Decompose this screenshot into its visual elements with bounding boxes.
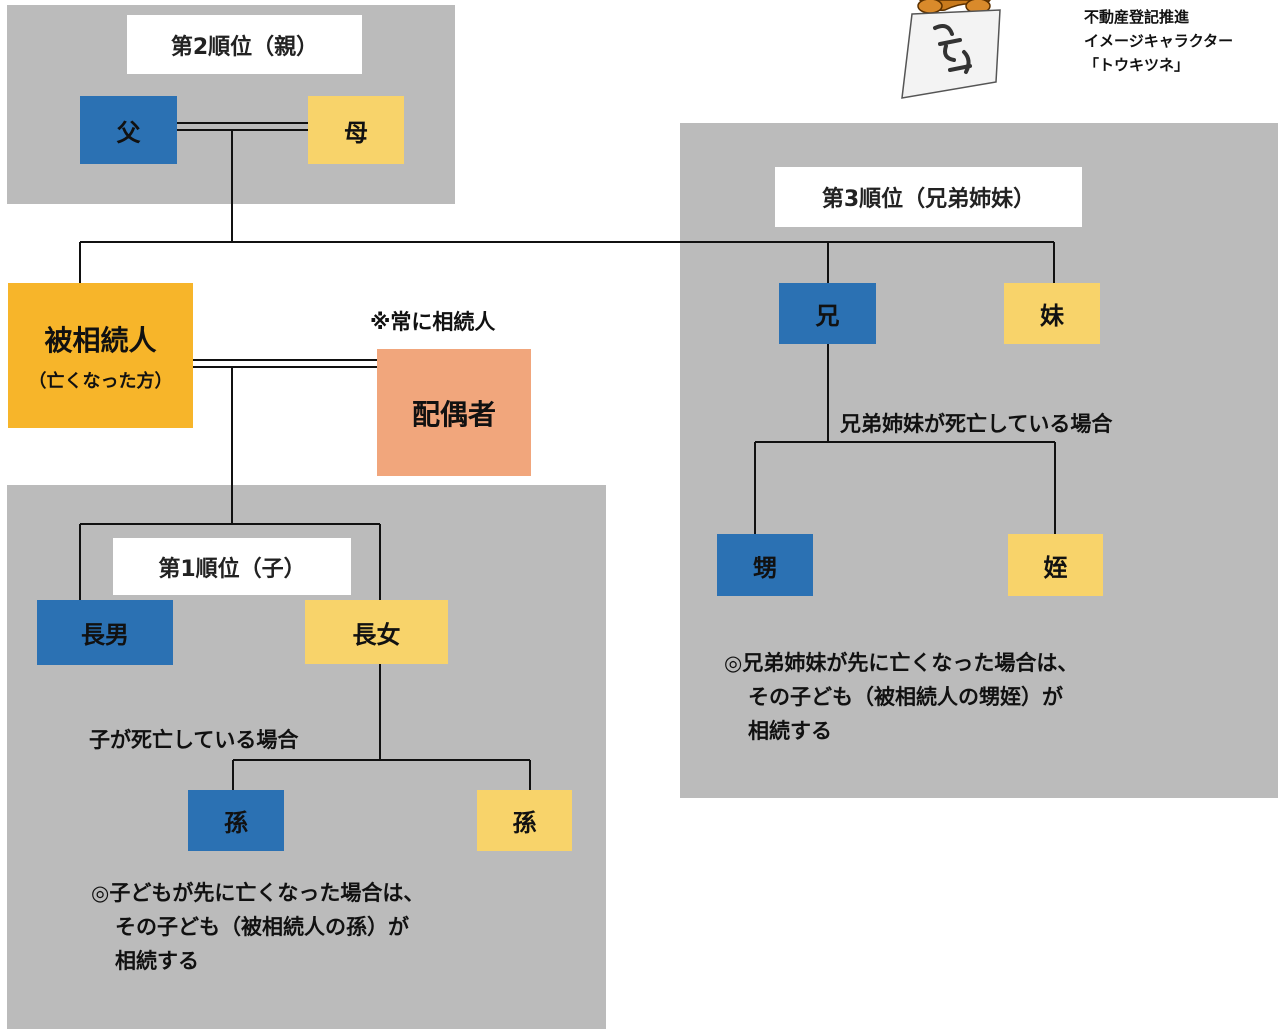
spouse-note: ※常に相続人: [370, 310, 496, 334]
mascot-caption: 不動産登記推進 イメージキャラクター 「トウキツネ」: [1084, 5, 1233, 77]
deceased-label: 被相続人: [44, 323, 157, 357]
deceased-sublabel: （亡くなった方）: [28, 370, 173, 392]
spouse-box: 配偶者: [377, 349, 531, 476]
mother-box: 母: [308, 96, 404, 164]
eldest-daughter-box: 長女: [305, 600, 448, 664]
mascot-signboard-script: [933, 24, 972, 74]
rank3-condition-label: 兄弟姉妹が死亡している場合: [840, 412, 1113, 436]
mascot-illustration: [901, 0, 1001, 99]
rank2-title: 第2順位（親）: [127, 15, 362, 74]
rank3-note-line1: ◎兄弟姉妹が先に亡くなった場合は、: [724, 651, 1079, 675]
rank3-note-line3: 相続する: [748, 719, 832, 743]
deceased-box: 被相続人 （亡くなった方）: [8, 283, 193, 428]
rank3-panel: [680, 123, 1278, 798]
mascot-caption-line2: イメージキャラクター: [1084, 32, 1234, 50]
grandchild2-box: 孫: [477, 790, 572, 851]
rank1-note-line3: 相続する: [115, 949, 199, 973]
rank1-note: ◎子どもが先に亡くなった場合は、 その子ども（被相続人の孫）が 相続する: [91, 876, 424, 978]
eldest-son-box: 長男: [37, 600, 173, 665]
rank1-note-line1: ◎子どもが先に亡くなった場合は、: [91, 881, 425, 905]
rank1-condition-label: 子が死亡している場合: [89, 728, 299, 752]
nephew-box: 甥: [717, 534, 813, 596]
mascot-caption-line1: 不動産登記推進: [1084, 8, 1190, 26]
rank1-note-line2: その子ども（被相続人の孫）が: [115, 915, 409, 939]
rank3-title: 第3順位（兄弟姉妹）: [775, 167, 1082, 227]
rank3-note: ◎兄弟姉妹が先に亡くなった場合は、 その子ども（被相続人の甥姪）が 相続する: [724, 646, 1078, 748]
rank3-note-line2: その子ども（被相続人の甥姪）が: [748, 685, 1063, 709]
mascot-caption-line3: 「トウキツネ」: [1084, 56, 1190, 74]
brother-box: 兄: [779, 283, 876, 344]
niece-box: 姪: [1008, 534, 1103, 596]
father-box: 父: [80, 96, 177, 164]
sister-box: 妹: [1004, 283, 1100, 344]
grandchild1-box: 孫: [188, 790, 284, 851]
rank1-title: 第1順位（子）: [113, 538, 351, 595]
